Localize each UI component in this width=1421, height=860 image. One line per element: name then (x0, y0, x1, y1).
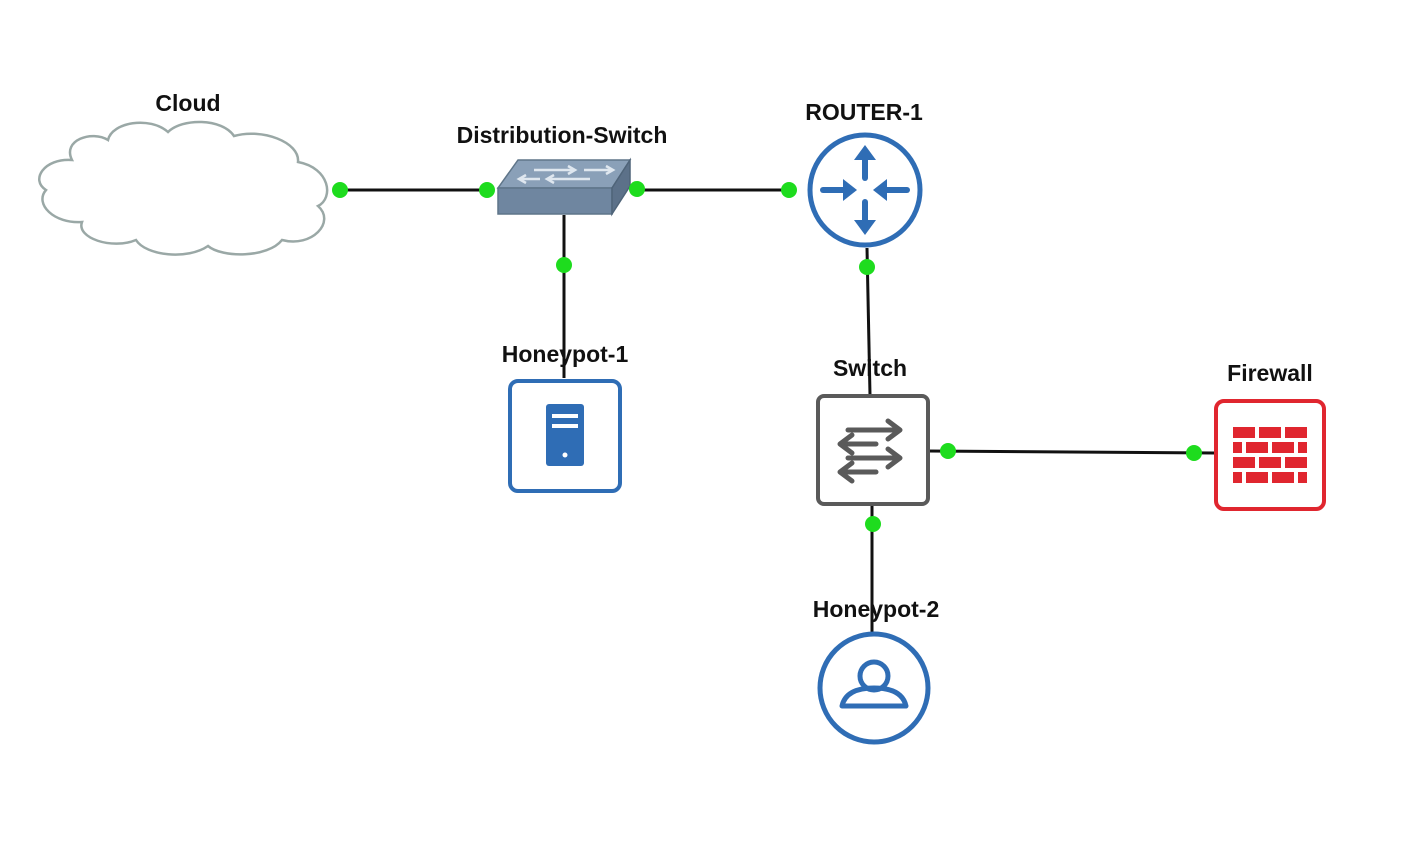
server-icon (508, 379, 622, 493)
port-dot (859, 259, 875, 275)
firewall-icon (1214, 399, 1326, 511)
port-dot (629, 181, 645, 197)
link-switch-firewall (927, 449, 1215, 455)
port-dot (332, 182, 348, 198)
port-dot (1186, 445, 1202, 461)
switch-node[interactable]: Switch (816, 355, 930, 506)
distribution-switch-icon (496, 157, 632, 217)
distribution-switch-label: Distribution-Switch (457, 122, 668, 148)
switch-icon (816, 394, 930, 506)
port-dot (556, 257, 572, 273)
ports (332, 181, 1202, 532)
links (340, 188, 1215, 633)
cloud-node[interactable]: Cloud (38, 90, 329, 256)
port-dot (479, 182, 495, 198)
honeypot-2-label: Honeypot-2 (813, 596, 940, 622)
port-dot (940, 443, 956, 459)
honeypot-1-node[interactable]: Honeypot-1 (502, 341, 629, 493)
firewall-node[interactable]: Firewall (1214, 360, 1326, 511)
port-dot (781, 182, 797, 198)
distribution-switch-node[interactable]: Distribution-Switch (457, 122, 668, 217)
router-icon (807, 132, 923, 248)
switch-label: Switch (833, 355, 907, 381)
firewall-label: Firewall (1227, 360, 1313, 386)
cloud-icon (38, 120, 329, 256)
router-1-label: ROUTER-1 (805, 99, 923, 125)
router-1-node[interactable]: ROUTER-1 (805, 99, 923, 248)
port-dot (865, 516, 881, 532)
user-icon (817, 631, 931, 745)
cloud-label: Cloud (155, 90, 220, 116)
honeypot-1-label: Honeypot-1 (502, 341, 629, 367)
honeypot-2-node[interactable]: Honeypot-2 (813, 596, 940, 745)
